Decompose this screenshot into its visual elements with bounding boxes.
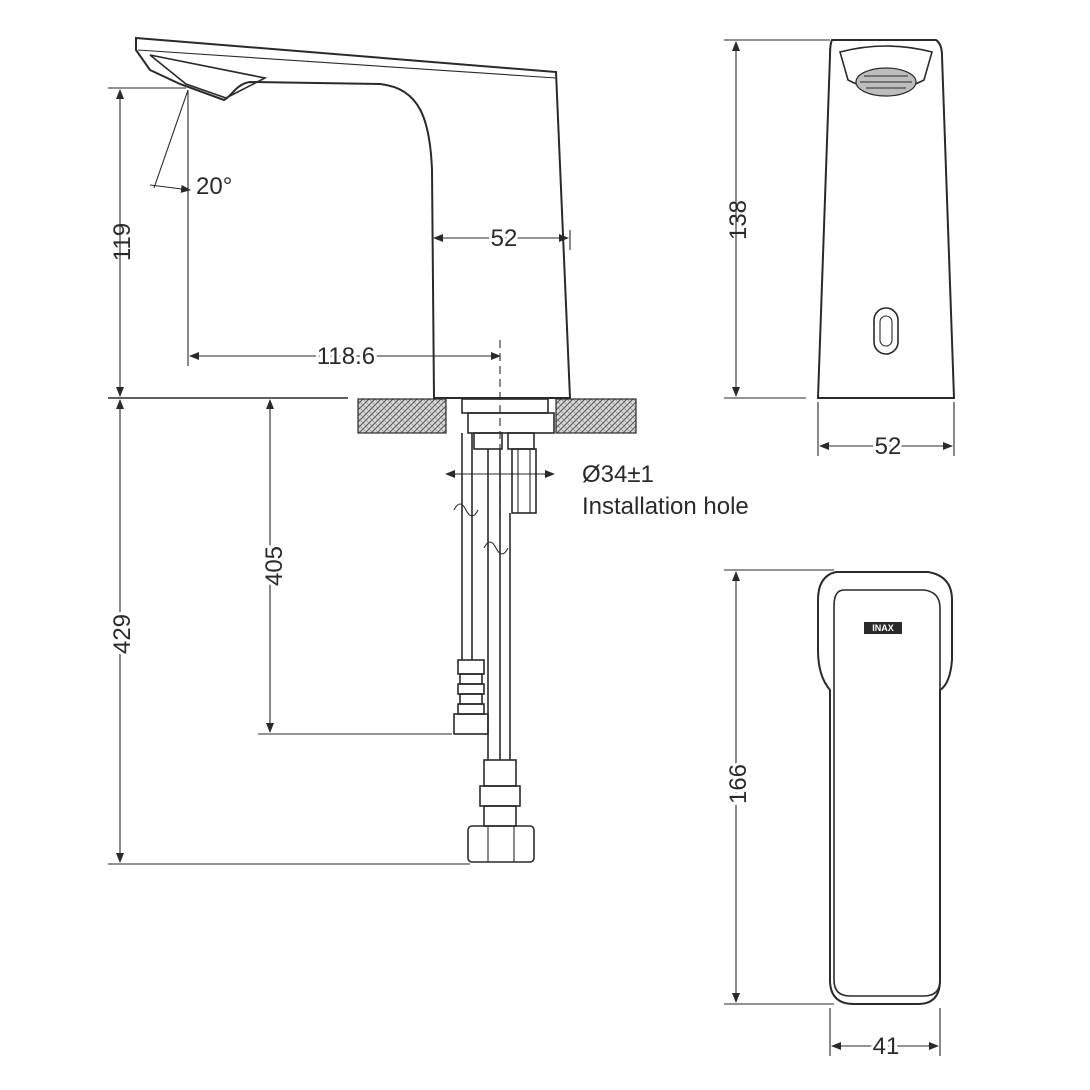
- dim-front-width: 52: [875, 433, 902, 460]
- dim-top-length: 166: [725, 764, 752, 804]
- spout-nozzle: [149, 54, 268, 99]
- supply-hoses: [453, 433, 511, 760]
- dim-spout-angle: 20°: [196, 173, 232, 200]
- dim-hose-length: 405: [261, 546, 288, 586]
- hose-nut: [467, 759, 535, 863]
- dim-front-height: 138: [725, 200, 752, 240]
- brand-logo-plate: [864, 622, 902, 634]
- dim-total-below-deck: 429: [109, 614, 136, 654]
- faucet-side-outline: [135, 36, 572, 399]
- front-view: 138 52: [724, 39, 956, 463]
- top-panel: [833, 589, 941, 997]
- side-view: 119 20° 52 118.6 405 429 Ø34±1 Installat…: [106, 36, 749, 865]
- installation-hole-diameter: Ø34±1: [582, 461, 654, 488]
- faucet-front-outline: [816, 39, 956, 399]
- dim-body-width: 52: [491, 225, 518, 252]
- mounting-assembly: [461, 398, 555, 514]
- dim-spout-height: 119: [109, 223, 136, 261]
- countertop-left: [357, 398, 447, 434]
- dim-spout-reach: 118.6: [317, 343, 375, 370]
- top-view: INAX 166 41: [722, 569, 953, 1063]
- sensor-connector: [453, 659, 489, 735]
- installation-hole-label: Installation hole: [582, 493, 749, 520]
- sensor-window: [873, 307, 899, 355]
- faucet-top-outline: [817, 571, 953, 1005]
- countertop-right: [555, 398, 637, 434]
- brand-logo: INAX: [872, 623, 894, 633]
- dim-top-width: 41: [873, 1033, 900, 1060]
